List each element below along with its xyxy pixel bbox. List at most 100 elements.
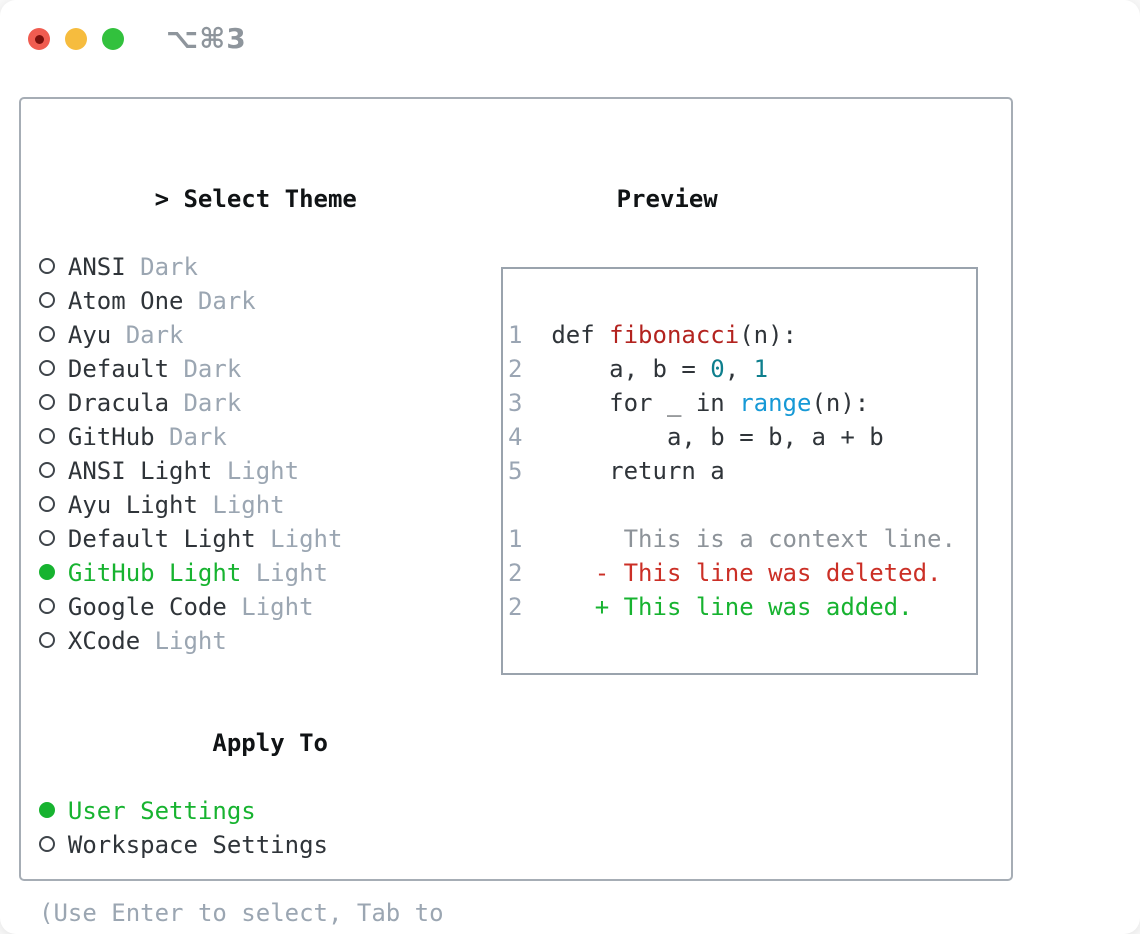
theme-name: Atom One [67,287,184,315]
theme-variant: Light [241,593,314,621]
close-button[interactable] [28,28,50,50]
line-number: 1 [508,525,523,553]
apply-to-title: Apply To [212,729,328,757]
code-line [508,488,976,522]
select-theme-title: Select Theme [183,185,357,213]
line-number: 4 [508,423,523,451]
line-number: 2 [508,593,523,621]
theme-name: ANSI [67,253,126,281]
theme-variant: Dark [140,253,198,281]
theme-option[interactable]: ANSI Dark [39,250,501,284]
code-line: 1 This is a context line. [508,522,976,556]
code-segment-context: This is a context line. [522,525,956,553]
theme-option[interactable]: ANSI Light Light [39,454,501,488]
theme-name: ANSI Light [67,457,213,485]
theme-variant: Light [212,491,285,519]
apply-to-option[interactable]: User Settings [39,794,501,828]
code-line: 5 return a [508,454,976,488]
code-segment-syntax-teal: 0 [710,355,725,383]
keyboard-hint: (Use Enter to select, Tab to change focu… [39,899,444,934]
theme-option[interactable]: Ayu Light Light [39,488,501,522]
minimize-button[interactable] [65,28,87,50]
radio-icon [39,394,55,410]
radio-selected-icon [39,564,55,580]
preview-header-row: Preview [501,148,978,250]
code-segment-code: a, b = [522,355,711,383]
theme-option[interactable]: Google Code Light [39,590,501,624]
theme-name: GitHub Light [67,559,242,587]
theme-variant: Dark [125,321,184,349]
radio-icon [39,258,55,274]
theme-variant: Dark [183,355,242,383]
code-segment-code: return a [522,457,725,485]
theme-variant: Light [270,525,343,553]
zoom-button[interactable] [102,28,124,50]
preview-title: Preview [616,185,718,213]
radio-icon [39,598,55,614]
radio-icon [39,836,55,852]
code-segment-syntax-red: fibonacci [609,321,740,349]
title-bar: ⌥⌘3 [0,0,1140,97]
window-title: ⌥⌘3 [166,22,247,55]
radio-icon [39,462,55,478]
theme-option[interactable]: GitHub Dark [39,420,501,454]
code-segment-diff-green: + This line was added. [522,593,913,621]
theme-variant: Light [255,559,328,587]
line-number: 1 [508,321,523,349]
select-theme-header-row: > Select Theme [39,148,501,250]
code-segment-syntax-teal: 1 [753,355,769,383]
theme-option[interactable]: Default Light Light [39,522,501,556]
code-segment-code: (n): [811,389,870,417]
radio-icon [39,632,55,648]
theme-option[interactable]: GitHub Light Light [39,556,501,590]
line-number: 2 [508,559,523,587]
preview-column: Preview 1 def fibonacci(n):2 a, b = 0, 1… [501,148,978,879]
radio-icon [39,428,55,444]
theme-name: Dracula [67,389,170,417]
apply-to-label: User Settings [67,797,256,825]
theme-name: Ayu [67,321,112,349]
code-segment-code: , [724,355,754,383]
apply-to-label: Workspace Settings [67,831,328,859]
radio-icon [39,326,55,342]
theme-variant: Dark [197,287,256,315]
code-segment-code: for _ in [522,389,740,417]
code-line: 4 a, b = b, a + b [508,420,976,454]
theme-option[interactable]: Atom One Dark [39,284,501,318]
code-line: 3 for _ in range(n): [508,386,976,420]
theme-name: Default Light [67,525,256,553]
theme-option[interactable]: Dracula Dark [39,386,501,420]
code-segment-code: a, b = b, a + b [522,423,884,451]
radio-icon [39,530,55,546]
theme-variant: Light [154,627,227,655]
radio-icon [39,360,55,376]
apply-to-option[interactable]: Workspace Settings [39,828,501,862]
radio-icon [39,496,55,512]
theme-name: Ayu Light [67,491,198,519]
code-segment-code: (n): [739,321,797,349]
theme-variant: Dark [169,423,227,451]
code-line: 2 a, b = 0, 1 [508,352,976,386]
radio-selected-icon [39,802,55,818]
code-line: 1 def fibonacci(n): [508,318,976,352]
theme-variant: Light [226,457,300,485]
unsaved-dot-icon [34,34,44,44]
code-segment-syntax-blue: range [739,389,812,417]
code-segment-code: def [522,321,610,349]
prompt-caret-icon: > [154,185,170,213]
theme-name: GitHub [67,423,155,451]
line-number: 2 [508,355,523,383]
line-number: 5 [508,457,523,485]
theme-option[interactable]: Ayu Dark [39,318,501,352]
apply-to-header-row: Apply To [39,692,501,794]
theme-variant: Dark [183,389,242,417]
traffic-lights [28,28,124,50]
theme-name: Google Code [67,593,227,621]
